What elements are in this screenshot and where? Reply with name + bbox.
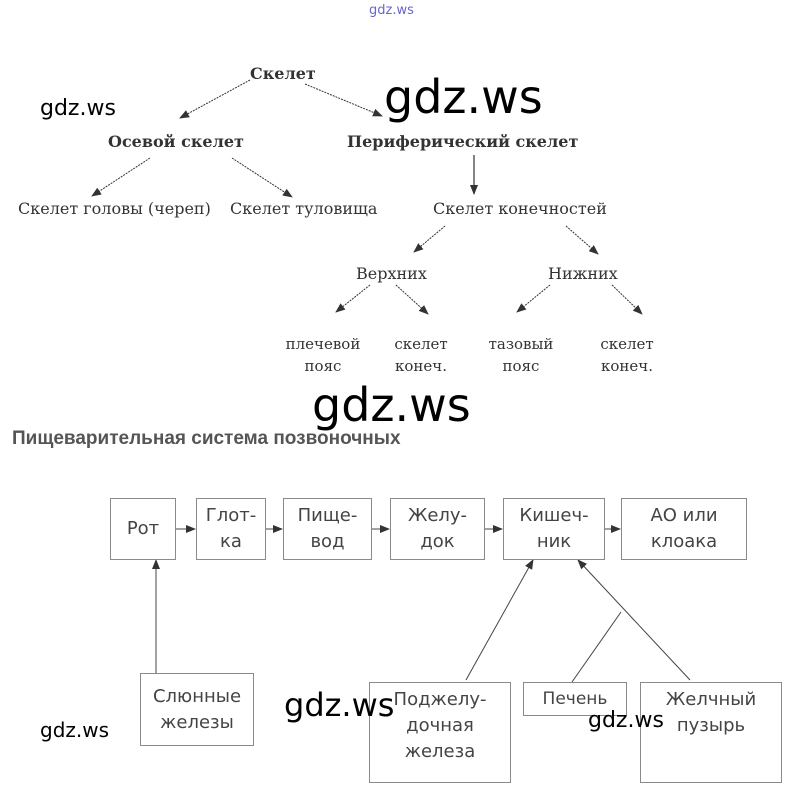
node-lower-limbs: Нижних <box>548 264 618 283</box>
watermark-large: gdz.ws <box>312 378 471 432</box>
box-esophagus: Пище- вод <box>283 498 372 560</box>
watermark-small: gdz.ws <box>588 708 664 733</box>
arrow-lower-pelvic <box>516 284 551 313</box>
arrow-root-peripheral <box>304 83 383 117</box>
watermark-large: gdz.ws <box>384 70 543 124</box>
arrow-bile-intestine <box>577 559 691 681</box>
node-peripheral-skeleton: Периферический скелет <box>347 132 579 151</box>
box-liver: Печень <box>523 682 627 716</box>
node-trunk-skeleton: Скелет туловища <box>230 199 378 218</box>
box-mouth: Рот <box>110 498 176 560</box>
arrow-limbs-lower <box>565 225 599 255</box>
label-line: конеч. <box>601 357 653 375</box>
node-limbs-skeleton: Скелет конечностей <box>433 199 607 218</box>
arrow-pancreas-intestine <box>465 559 534 681</box>
arrow-limbs-upper <box>413 225 446 253</box>
label-line: скелет <box>394 335 448 353</box>
line-liver-junction <box>571 611 622 683</box>
label-line: плечевой <box>285 335 361 353</box>
node-pelvic-girdle: тазовый пояс <box>484 333 558 377</box>
arrow-axial-head <box>91 157 151 197</box>
label-line: конеч. <box>395 357 447 375</box>
box-stomach: Желу- док <box>390 498 485 560</box>
box-pharynx: Глот- ка <box>196 498 266 560</box>
box-salivary-glands: Слюнные железы <box>140 673 254 746</box>
node-lower-limb-skeleton: скелет конеч. <box>594 333 660 377</box>
arrow-upper-limb <box>395 284 429 315</box>
box-intestine: Кишеч- ник <box>503 498 605 560</box>
label-line: скелет <box>600 335 654 353</box>
box-pancreas: Поджелу- дочная железа <box>369 682 511 783</box>
box-cloaca: АО или клоака <box>621 498 747 560</box>
node-shoulder-girdle: плечевой пояс <box>284 333 362 377</box>
node-upper-limbs: Верхних <box>356 264 427 283</box>
arrow-upper-shoulder <box>335 284 371 313</box>
label-line: тазовый <box>488 335 554 353</box>
label-line: пояс <box>502 357 540 375</box>
arrow-root-axial <box>179 79 251 119</box>
watermark-small: gdz.ws <box>40 718 110 742</box>
node-axial-skeleton: Осевой скелет <box>108 132 244 151</box>
watermark-top: gdz.ws <box>369 3 414 18</box>
node-skeleton: Скелет <box>250 64 316 83</box>
watermark-large: gdz.ws <box>284 686 395 724</box>
watermark-small: gdz.ws <box>40 96 116 121</box>
label-line: пояс <box>304 357 342 375</box>
arrow-lower-limb <box>611 284 643 315</box>
box-gallbladder: Желчный пузырь <box>640 682 782 783</box>
digestive-title: Пищеварительная система позвоночных <box>12 428 401 449</box>
arrow-axial-trunk <box>231 157 293 198</box>
node-head-skeleton: Скелет головы (череп) <box>18 199 211 218</box>
node-upper-limb-skeleton: скелет конеч. <box>388 333 454 377</box>
